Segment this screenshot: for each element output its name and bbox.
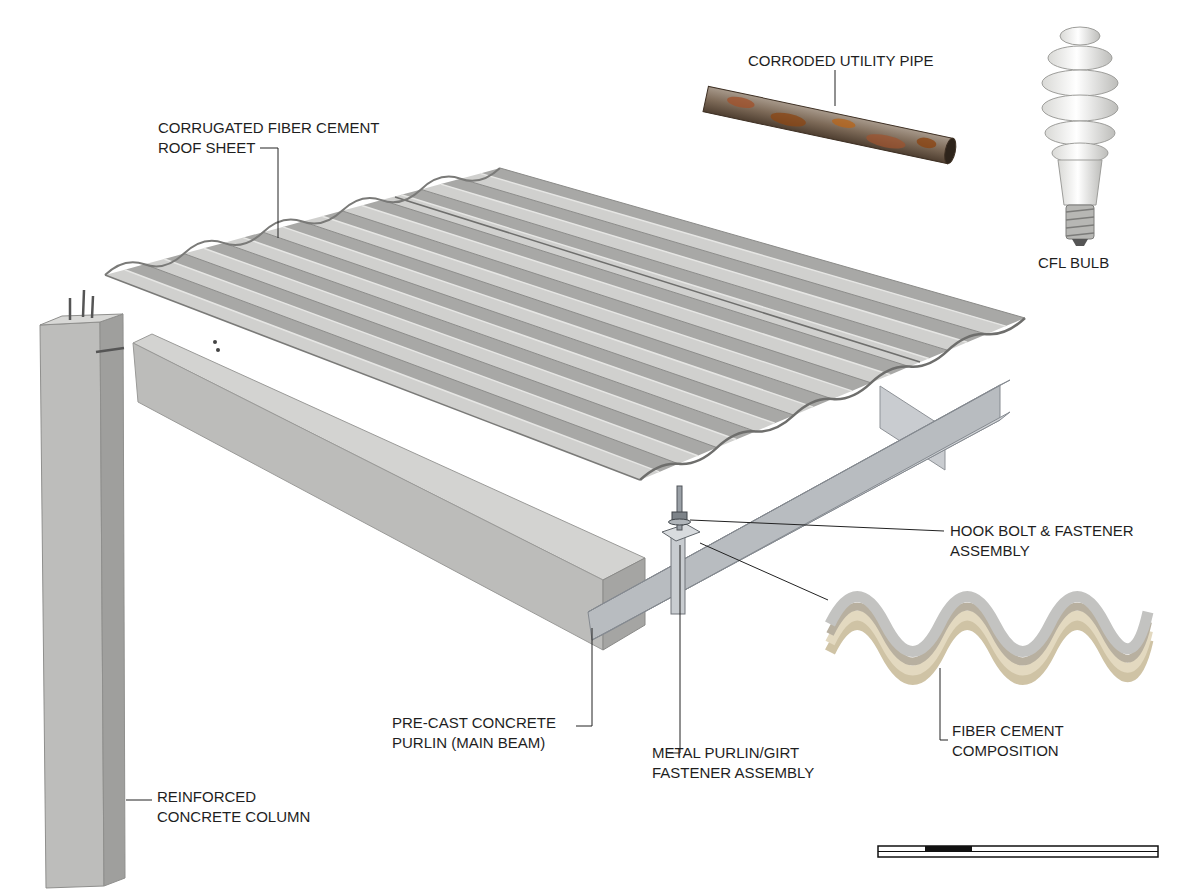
- part-label: CORRUGATED FIBER CEMENT ROOF SHEET: [158, 118, 418, 158]
- bolt-dot: [213, 340, 217, 344]
- sheet-troughs: [145, 179, 987, 464]
- leader-line: [700, 543, 828, 600]
- sheet-lap-seam: [395, 197, 920, 362]
- leader-line: [126, 800, 152, 801]
- bulb-coil: [1045, 121, 1115, 145]
- part-label: REINFORCED CONCRETE COLUMN: [157, 787, 337, 827]
- column-side: [100, 314, 125, 886]
- sheet-light-faces: [105, 173, 1006, 480]
- part-label: PRE-CAST CONCRETE PURLIN (MAIN BEAM): [392, 713, 587, 753]
- part-label: CFL BULB: [1038, 253, 1158, 273]
- column-front: [40, 322, 104, 888]
- sheet-edge-wave: [105, 168, 500, 275]
- bulb-coil: [1060, 27, 1100, 45]
- bulb-threads: [1066, 209, 1094, 236]
- bulb-tip: [1072, 239, 1088, 246]
- scale-bar-segment: [925, 846, 972, 852]
- rust-spot: [769, 110, 807, 129]
- sheet-edge: [500, 168, 1025, 318]
- leader-line: [940, 668, 948, 740]
- bulb-coil: [1042, 70, 1118, 96]
- sheet-crests: [125, 173, 1006, 472]
- leader-line: [668, 545, 680, 753]
- rust-spot: [831, 117, 856, 130]
- pipe-body: [703, 86, 953, 163]
- leader-line: [690, 520, 944, 531]
- sheet-edge-wave: [640, 318, 1025, 480]
- part-label: CORRODED UTILITY PIPE: [748, 51, 1048, 71]
- rebar: [70, 290, 124, 352]
- sheet-dark-faces: [125, 168, 1025, 472]
- part-label: METAL PURLIN/GIRT FASTENER ASSEMBLY: [652, 743, 847, 783]
- bulb-coil: [1048, 46, 1112, 70]
- hook-bolt-washer: [669, 519, 691, 525]
- composition-layer: [830, 597, 1148, 652]
- sheet-edge: [105, 275, 640, 480]
- scale-bar-divider: [878, 851, 1158, 852]
- pipe-group: [703, 86, 958, 164]
- pipe-end: [943, 137, 958, 165]
- rust-spot: [916, 136, 938, 150]
- fastener-bracket: [671, 536, 685, 614]
- rust-spot: [726, 95, 755, 111]
- part-label: HOOK BOLT & FASTENER ASSEMBLY: [950, 521, 1145, 561]
- leader-line: [835, 70, 836, 106]
- leader-line: [576, 628, 592, 726]
- bolt-dot: [216, 348, 220, 352]
- rust-spot: [865, 131, 907, 151]
- bulb-base: [1066, 205, 1094, 239]
- scale-bar: [878, 846, 1158, 857]
- part-label: FIBER CEMENT COMPOSITION: [952, 721, 1102, 761]
- bulb-coil: [1042, 95, 1118, 121]
- column-top: [40, 314, 123, 325]
- leader-line: [260, 148, 278, 238]
- bulb-neck: [1058, 160, 1102, 205]
